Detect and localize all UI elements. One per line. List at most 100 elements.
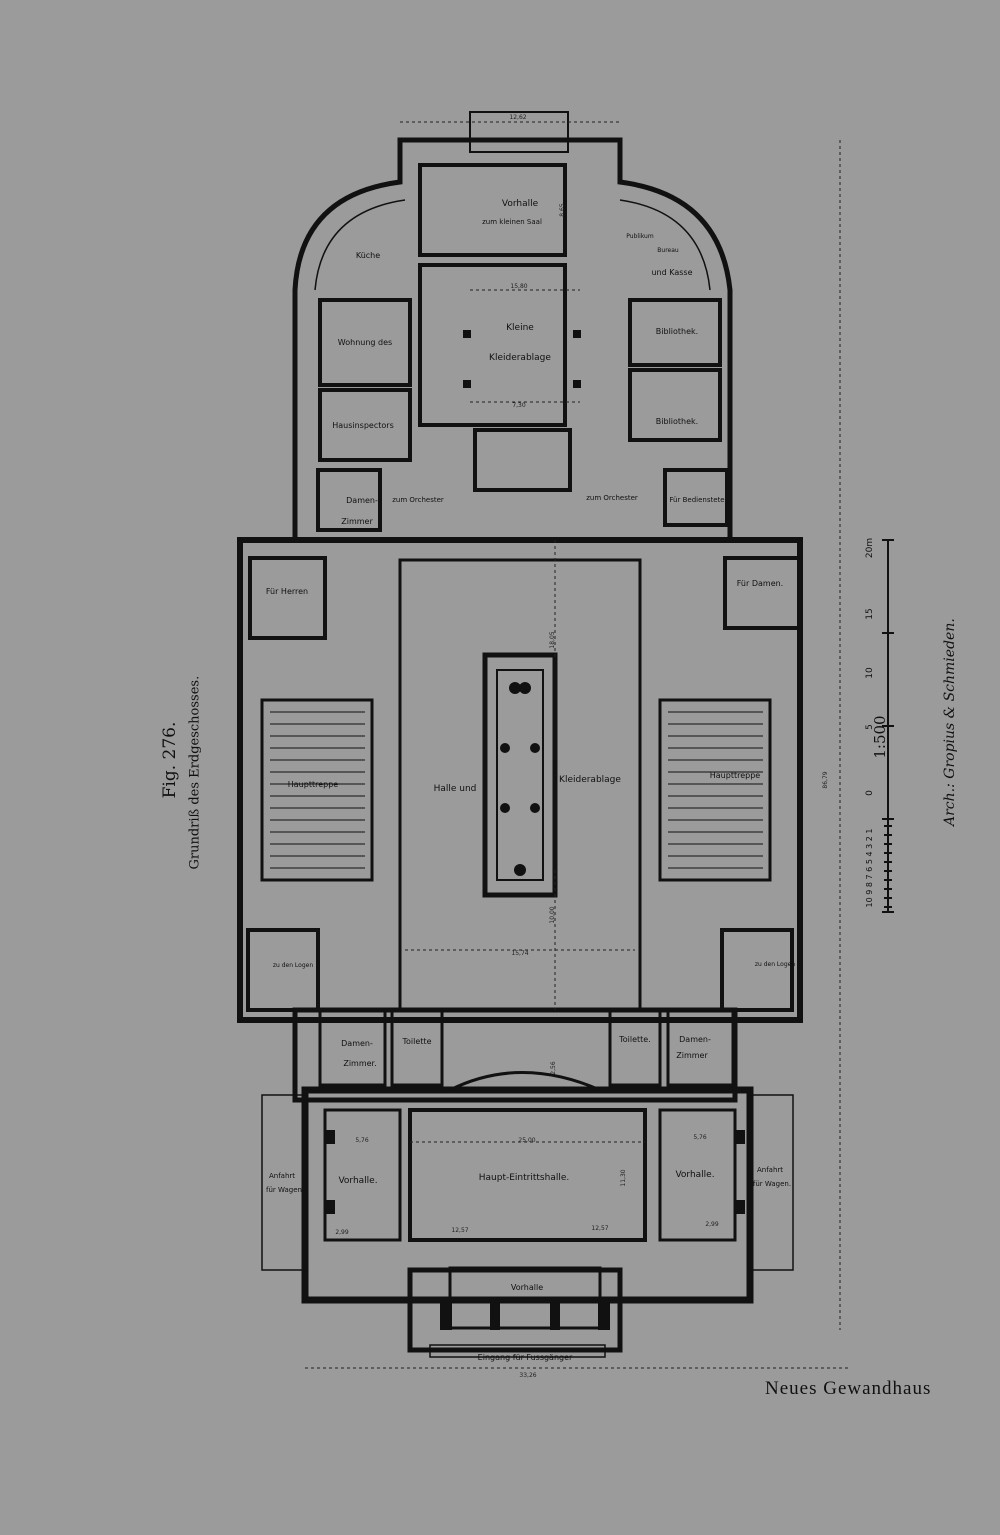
label-logen-right: zu den Logen — [755, 961, 795, 968]
carriage-ramp-left — [261, 1094, 308, 1271]
front-apse — [449, 1071, 601, 1092]
label-anfahrt-right: Anfahrt — [757, 1166, 783, 1174]
dim-label-2-56: 2,56 — [550, 1061, 557, 1075]
stair-logen-left — [246, 928, 320, 1012]
room-vorhalle-top — [418, 163, 567, 257]
label-zum-orchester-left: zum Orchester — [392, 496, 444, 504]
room-fuer-herren — [248, 556, 327, 640]
label-hausinspectors: Hausinspectors — [332, 421, 394, 430]
dim-label-18-05: 18,05 — [549, 631, 556, 648]
label-damen-zimmer-bl: Damen- — [341, 1039, 373, 1048]
dim-label-5-76-left: 5,76 — [355, 1137, 369, 1144]
label-wohnung: Wohnung des — [338, 338, 392, 347]
room-vorhalle-bottom — [448, 1266, 602, 1330]
figure-subtitle: Grundriß des Erdgeschosses. — [187, 675, 203, 870]
entrance-hall-block — [301, 1086, 754, 1304]
room-wohnung — [318, 298, 412, 387]
label-bibliothek-1: Bibliothek. — [656, 327, 698, 336]
stair-logen-right — [720, 928, 794, 1012]
central-cloakroom-island — [482, 652, 558, 898]
room-center-connector — [473, 428, 572, 492]
label-vorhalle-top: Vorhalle — [502, 199, 539, 209]
stair-right — [658, 698, 772, 882]
scale-tick-15: 15 — [865, 608, 875, 619]
label-zum-orchester-right: zum Orchester — [586, 494, 638, 502]
label-haupttreppe-right: Haupttreppe — [710, 771, 761, 780]
dim-label-15-80: 15,80 — [510, 283, 527, 290]
room-vorhalle-left — [323, 1108, 402, 1242]
label-fuer-damen: Für Damen. — [737, 579, 783, 588]
label-kleiderablage-main: Kleiderablage — [559, 775, 621, 785]
label-kueche: Küche — [356, 251, 380, 260]
dim-label-2-99-left: 2,99 — [335, 1229, 349, 1236]
scale-tick-5: 5 — [865, 724, 875, 730]
label-vorhalle-left: Vorhalle. — [338, 1176, 377, 1186]
room-damen-zimmer-br — [666, 1008, 735, 1087]
dim-label-top-width: 12,62 — [509, 114, 526, 121]
dim-label-10-00: 10,00 — [549, 906, 556, 923]
scale-bar — [882, 539, 894, 913]
top-porch — [469, 111, 569, 153]
label-fuer-herren: Für Herren — [266, 587, 308, 596]
room-kleine-kleiderablage — [418, 263, 567, 427]
label-damen-zimmer-top-2: Zimmer — [341, 517, 373, 526]
label-eingang: Eingang für Fussgänger — [478, 1353, 573, 1362]
architect-credit: Arch.: Gropius & Schmieden. — [942, 618, 958, 826]
dim-label-11-30: 11,30 — [620, 1169, 627, 1186]
label-vorhalle-bottom: Vorhalle — [511, 1283, 543, 1292]
room-haupt-eintrittshalle — [408, 1108, 647, 1242]
front-porch-block — [407, 1267, 623, 1353]
label-logen-left: zu den Logen — [273, 962, 313, 969]
dim-label-12-57-right: 12,57 — [591, 1225, 608, 1232]
label-kleiderablage-top: Kleiderablage — [489, 353, 551, 363]
dim-label-15-74: 15,74 — [511, 950, 528, 957]
label-publikum: Publikum — [626, 233, 654, 240]
room-bibliothek-1 — [628, 298, 722, 367]
dim-label-12-57-left: 12,57 — [451, 1227, 468, 1234]
carriage-ramp-right — [747, 1094, 794, 1271]
scale-small-ticks: 10 9 8 7 6 5 4 3 2 1 — [865, 829, 874, 908]
label-anfahrt-right-2: für Wagen. — [753, 1180, 791, 1188]
label-bureau: Bureau — [657, 247, 679, 254]
main-hall-block — [237, 537, 803, 1023]
label-damen-zimmer-br: Damen- — [679, 1035, 711, 1044]
scale-title: 1:500 — [871, 715, 889, 759]
front-steps — [429, 1344, 606, 1358]
label-toilette-right: Toilette. — [618, 1035, 651, 1044]
room-bedienstete — [663, 468, 729, 527]
dim-label-7-30: 7,30 — [512, 402, 526, 409]
rear-wing-outline — [292, 137, 733, 543]
room-vorhalle-right — [658, 1108, 737, 1242]
label-halle-und: Halle und — [434, 784, 477, 794]
label-anfahrt-left: Anfahrt — [269, 1172, 295, 1180]
label-damen-zimmer-bl-2: Zimmer. — [343, 1059, 376, 1068]
room-fuer-damen — [723, 556, 802, 630]
label-bedienstete: Für Bedienstete — [669, 496, 724, 504]
dim-label-25-00: 25,00 — [518, 1137, 535, 1144]
figure-label: Fig. 276. — [160, 721, 180, 799]
label-haupt-eintrittshalle: Haupt-Eintrittshalle. — [479, 1173, 569, 1183]
label-damen-zimmer-top: Damen- — [346, 496, 378, 505]
dim-label-8-65: 8,65 — [559, 203, 566, 217]
label-vorhalle-top-sub: zum kleinen Saal — [482, 218, 542, 226]
room-toilette-right — [608, 1008, 662, 1087]
scale-tick-10: 10 — [865, 667, 875, 679]
label-kleine: Kleine — [506, 323, 534, 333]
dim-label-2-99-right: 2,99 — [705, 1221, 719, 1228]
label-vorhalle-right: Vorhalle. — [675, 1170, 714, 1180]
label-haupttreppe-left: Haupttreppe — [288, 780, 339, 789]
scale-tick-20: 20m — [865, 538, 875, 558]
label-anfahrt-left-2: für Wagen — [266, 1186, 302, 1194]
room-bibliothek-2 — [628, 368, 722, 442]
dim-label-total-width: 33,26 — [519, 1372, 536, 1379]
room-damen-zimmer-bl — [318, 1008, 387, 1087]
dim-label-5-76-right: 5,76 — [693, 1134, 707, 1141]
room-hausinspectors — [318, 388, 412, 462]
label-toilette-left: Toilette — [402, 1037, 432, 1046]
label-bibliothek-2: Bibliothek. — [656, 417, 698, 426]
dim-label-total-length: 86,79 — [822, 771, 829, 788]
label-damen-zimmer-br-2: Zimmer — [676, 1051, 708, 1060]
stair-left — [260, 698, 374, 882]
